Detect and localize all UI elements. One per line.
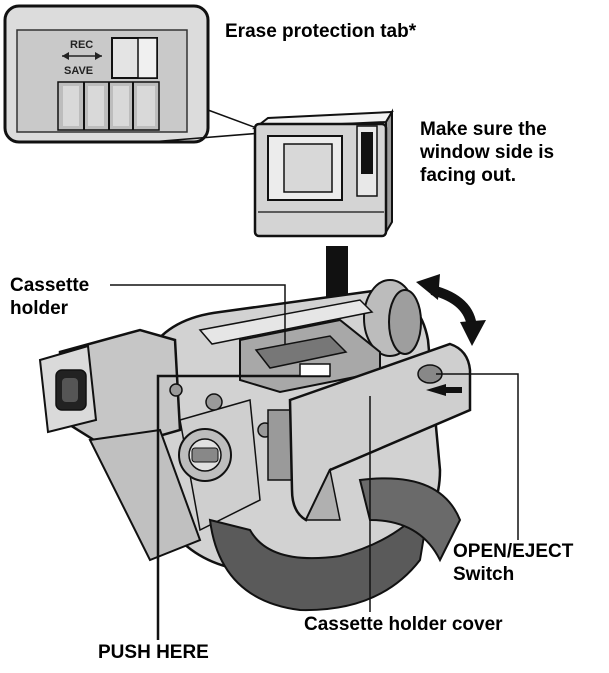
cassette — [251, 108, 394, 238]
camcorder — [38, 279, 472, 612]
push-here-label: PUSH HERE — [98, 642, 209, 663]
push-here-marker — [299, 363, 331, 377]
open-eject-leader — [436, 373, 519, 540]
window-side-label: Make sure the window side is facing out. — [420, 119, 555, 186]
erase-tab-label: Erase protection tab* — [225, 21, 417, 42]
inset-rec-text: REC — [70, 39, 93, 51]
inset-save-text: SAVE — [64, 65, 93, 77]
erase-tab-inset: REC SAVE — [3, 4, 210, 144]
rotate-arrow-icon — [416, 274, 486, 346]
push-here-leader — [156, 374, 330, 640]
holder-cover-label: Cassette holder cover — [304, 614, 503, 635]
cassette-holder-leader — [110, 284, 286, 345]
cassette-holder-label: Cassette holder — [10, 275, 90, 319]
open-eject-label: OPEN/EJECT Switch — [453, 541, 574, 585]
